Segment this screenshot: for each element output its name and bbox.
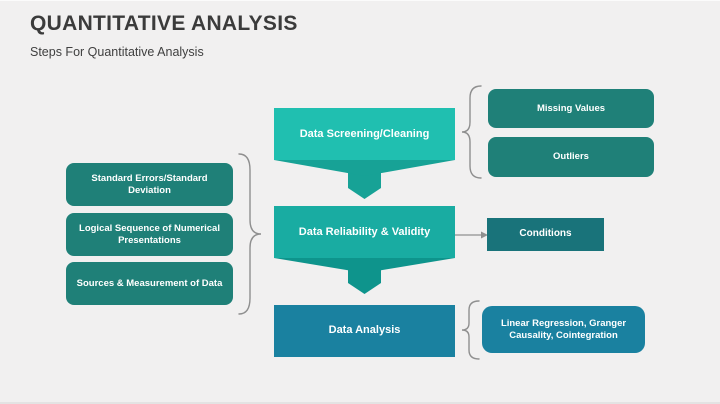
left-item-sources-measurement: Sources & Measurement of Data [66, 262, 233, 305]
left-group-brace-icon [238, 153, 262, 315]
reliability-item-conditions: Conditions [487, 218, 604, 251]
analysis-group-brace-icon [461, 300, 480, 360]
left-item-logical-sequence: Logical Sequence of Numerical Presentati… [66, 213, 233, 256]
step-box-analysis: Data Analysis [274, 305, 455, 357]
step-banner-reliability [274, 206, 455, 294]
screening-item-label: Outliers [553, 151, 589, 163]
step-text: Data Screening/Cleaning [299, 128, 430, 140]
screening-item-missing-values: Missing Values [488, 89, 654, 128]
step-text: Data Analysis [328, 324, 401, 337]
conditions-label: Conditions [519, 228, 572, 240]
conditions-arrow-icon [455, 231, 488, 239]
page-subtitle: Steps For Quantitative Analysis [30, 45, 204, 59]
page-title: QUANTITATIVE ANALYSIS [30, 12, 298, 35]
screening-group-brace-icon [461, 85, 482, 179]
step-text: Data Reliability & Validity [298, 226, 431, 238]
left-item-label: Logical Sequence of Numerical Presentati… [79, 222, 220, 246]
analysis-item-regression: Linear Regression, Granger Causality, Co… [482, 306, 645, 353]
left-item-label: Standard Errors/Standard Deviation [91, 172, 208, 196]
step-label-screening: Data Screening/Cleaning [274, 108, 455, 160]
left-item-label: Sources & Measurement of Data [76, 277, 223, 289]
step-label-reliability: Data Reliability & Validity [274, 206, 455, 258]
screening-item-outliers: Outliers [488, 137, 654, 177]
screening-item-label: Missing Values [536, 102, 606, 114]
step-banner-screening [274, 108, 455, 199]
left-item-standard-errors: Standard Errors/Standard Deviation [66, 163, 233, 206]
analysis-item-label: Linear Regression, Granger Causality, Co… [500, 317, 627, 341]
